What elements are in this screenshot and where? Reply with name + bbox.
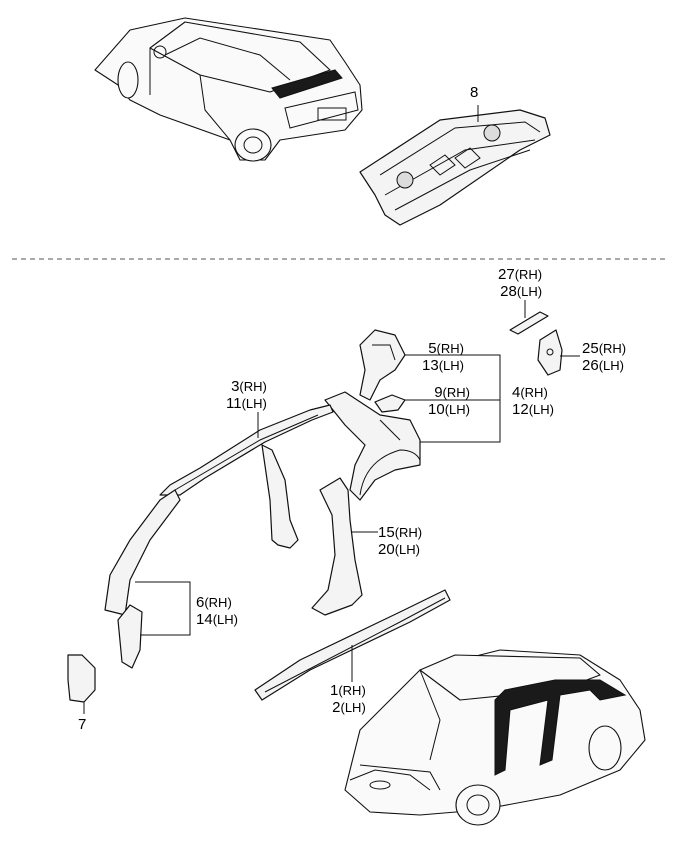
side-label: (RH): [204, 595, 232, 610]
part-number: 11: [226, 395, 242, 412]
callout-15-20: 15(RH) 20(LH): [378, 524, 422, 558]
side-label: (RH): [436, 341, 464, 356]
part-number: 12: [512, 401, 529, 418]
callout-3-11: 3(RH) 11(LH): [226, 378, 267, 412]
side-label: (LH): [444, 402, 470, 417]
part-8-rear-floor-panel: [359, 105, 551, 226]
side-label: (LH): [212, 612, 238, 627]
front-car-illustration: [344, 649, 646, 826]
part-15-20-center-pillar: [311, 477, 378, 616]
part-number: 7: [78, 716, 87, 733]
part-number: 9: [434, 384, 443, 401]
b-pillar: [261, 444, 299, 549]
part-27-28-strip: [509, 300, 549, 335]
part-number: 26: [582, 357, 599, 374]
side-label: (RH): [598, 341, 627, 356]
part-number: 27: [498, 266, 515, 283]
part-25-26-bracket: [537, 329, 580, 376]
part-number: 8: [470, 84, 479, 101]
part-number: 4: [512, 384, 521, 401]
side-label: (LH): [516, 284, 543, 299]
part-7-bracket: [67, 654, 96, 714]
side-label: (RH): [394, 525, 423, 540]
part-6-14-a-pillar: [104, 489, 191, 669]
part-5-13-quarter-inner: [359, 329, 480, 401]
callout-5-13: 5(RH) 13(LH): [422, 340, 464, 374]
callout-7: 7: [78, 716, 86, 733]
part-4-12-wheelhouse: [324, 391, 421, 501]
part-number: 2: [332, 699, 341, 716]
part-3-11-roof-rail: [159, 404, 334, 496]
side-label: (RH): [520, 385, 548, 400]
leader-lines-right-group: [420, 354, 501, 443]
callout-27-28: 27(RH) 28(LH): [498, 266, 542, 300]
part-number: 1: [330, 682, 339, 699]
side-label: (LH): [598, 358, 624, 373]
part-9-10-bracket: [374, 394, 425, 413]
callout-8: 8: [470, 84, 478, 101]
part-number: 5: [428, 340, 437, 357]
part-number: 20: [378, 541, 395, 558]
side-label: (RH): [239, 379, 267, 394]
side-label: (LH): [340, 700, 366, 715]
part-number: 3: [231, 378, 240, 395]
side-label: (LH): [241, 396, 267, 411]
side-label: (LH): [528, 402, 554, 417]
side-label: (RH): [514, 267, 543, 282]
part-1-2-side-sill: [254, 589, 451, 701]
side-label: (RH): [442, 385, 470, 400]
side-label: (LH): [438, 358, 464, 373]
part-number: 14: [196, 611, 213, 628]
part-number: 28: [500, 283, 517, 300]
side-label: (RH): [338, 683, 366, 698]
part-number: 25: [582, 340, 599, 357]
part-number: 13: [422, 357, 439, 374]
callout-4-12: 4(RH) 12(LH): [512, 384, 554, 418]
callout-1-2: 1(RH) 2(LH): [330, 682, 366, 716]
callout-25-26: 25(RH) 26(LH): [582, 340, 626, 374]
rear-car-illustration: [94, 17, 363, 162]
part-number: 10: [428, 401, 445, 418]
part-number: 15: [378, 524, 395, 541]
side-label: (LH): [394, 542, 420, 557]
part-number: 6: [196, 594, 205, 611]
callout-6-14: 6(RH) 14(LH): [196, 594, 238, 628]
callout-9-10: 9(RH) 10(LH): [428, 384, 470, 418]
